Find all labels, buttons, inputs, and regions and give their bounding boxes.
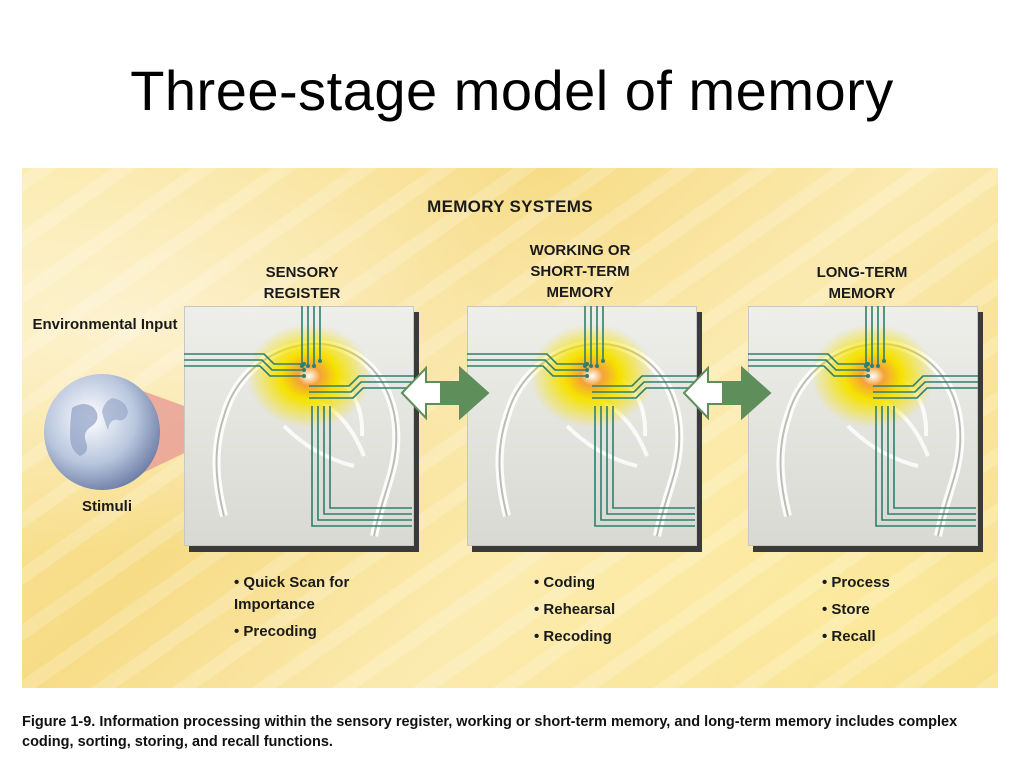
list-item: Coding	[534, 572, 674, 594]
stage-bullets-long-term: Process Store Recall	[822, 572, 962, 653]
stimuli-label: Stimuli	[81, 498, 132, 515]
double-arrow-icon	[400, 365, 490, 421]
figure-caption: Figure 1-9. Information processing withi…	[22, 714, 958, 750]
double-arrow-icon	[682, 365, 772, 421]
list-item: Recall	[822, 626, 962, 648]
stage-title-sensory: SENSORY REGISTER	[263, 264, 341, 302]
stage-panel-long-term	[748, 306, 978, 546]
stage-title-long-term: LONG-TERM MEMORY	[816, 264, 908, 302]
stage-bullets-sensory: Quick Scan for Importance Precoding	[234, 572, 404, 648]
slide-title: Three-stage model of memory	[130, 59, 894, 122]
list-item: Rehearsal	[534, 599, 674, 621]
brain-circuit-icon	[467, 306, 697, 537]
list-item: Store	[822, 599, 962, 621]
stage-panel-working	[467, 306, 697, 546]
list-item: Precoding	[234, 621, 404, 643]
memory-diagram: MEMORY SYSTEMS SENSORY REGISTER WORKING …	[22, 168, 998, 688]
stage-title-working: WORKING OR SHORT-TERM MEMORY	[529, 242, 631, 301]
list-item: Process	[822, 572, 962, 594]
environmental-input-label: Environmental Input	[32, 316, 178, 333]
brain-circuit-icon	[184, 306, 414, 537]
brain-circuit-icon	[748, 306, 978, 537]
globe-icon	[44, 374, 240, 490]
list-item: Quick Scan for Importance	[234, 572, 404, 616]
stage-panel-sensory	[184, 306, 414, 546]
stage-bullets-working: Coding Rehearsal Recoding	[534, 572, 674, 653]
list-item: Recoding	[534, 626, 674, 648]
diagram-heading: MEMORY SYSTEMS	[427, 197, 593, 216]
